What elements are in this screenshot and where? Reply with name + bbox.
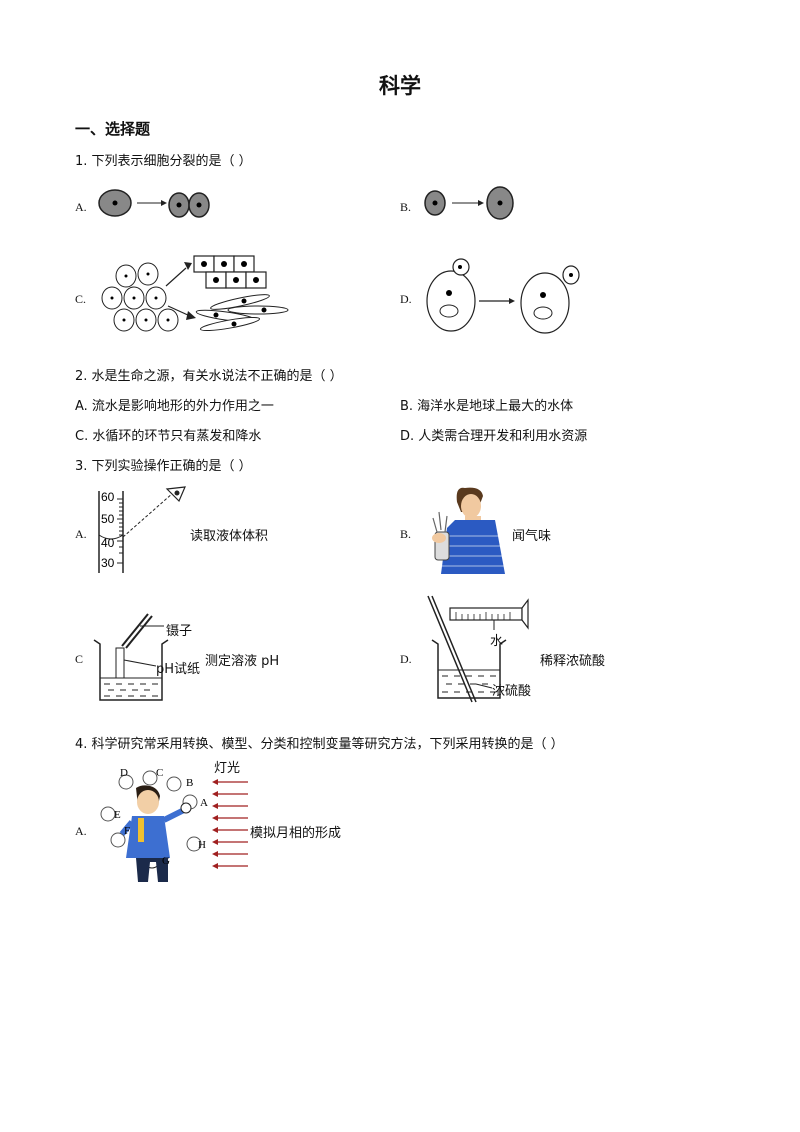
moon-label-d: D	[120, 767, 128, 779]
question-4-stem: 4. 科学研究常采用转换、模型、分类和控制变量等研究方法，下列采用转换的是（ ）	[75, 737, 564, 752]
q2-option-d: D. 人类需合理开发和利用水资源	[400, 429, 588, 444]
question-3-stem: 3. 下列实验操作正确的是（ ）	[75, 459, 252, 474]
q4-option-a-label: A.	[75, 824, 87, 838]
cylinder-tick-40: 40	[101, 536, 115, 550]
moon-label-h: H	[198, 839, 206, 851]
cylinder-tick-60: 60	[101, 490, 115, 504]
q3-option-c-figure	[93, 613, 169, 701]
q1-option-d-label: D.	[400, 292, 412, 306]
q3-option-a-figure: 60 50 40 30	[98, 486, 186, 573]
q3-option-c-label: C	[75, 652, 84, 666]
q1-option-c-label: C.	[75, 292, 87, 306]
q3-option-d-label: D.	[400, 652, 412, 666]
moon-label-f: F	[124, 825, 130, 837]
question-1-stem: 1. 下列表示细胞分裂的是（ ）	[75, 154, 252, 169]
moon-label-g: G	[162, 855, 170, 867]
water-label: 水	[490, 634, 504, 649]
q3-option-b-label: B.	[400, 527, 412, 541]
q3-option-d-caption: 稀释浓硫酸	[540, 654, 606, 669]
moon-label-b: B	[186, 777, 193, 789]
q1-option-a-label: A.	[75, 200, 87, 214]
question-2-stem: 2. 水是生命之源，有关水说法不正确的是（ ）	[75, 369, 343, 384]
q3-option-c-caption: 测定溶液 pH	[205, 654, 280, 669]
q1-option-d-figure	[426, 258, 580, 334]
section-heading: 一、选择题	[75, 120, 151, 138]
light-label: 灯光	[214, 761, 241, 776]
moon-label-c: C	[156, 767, 163, 779]
q1-option-c-figure	[101, 255, 289, 332]
q3-option-a-label: A.	[75, 527, 87, 541]
tweezers-label: 镊子	[166, 624, 193, 639]
q3-option-a-caption: 读取液体体积	[190, 529, 269, 544]
acid-label: 浓硫酸	[492, 684, 532, 699]
q2-option-a: A. 流水是影响地形的外力作用之一	[75, 399, 274, 414]
cylinder-tick-50: 50	[101, 512, 115, 526]
q4-option-a-figure: D C B A E F G H	[100, 767, 208, 882]
q1-option-b-label: B.	[400, 200, 412, 214]
moon-label-e: E	[114, 809, 121, 821]
q3-option-d-figure	[427, 595, 529, 703]
q2-option-b: B. 海洋水是地球上最大的水体	[400, 399, 574, 414]
q3-option-b-caption: 闻气味	[512, 529, 552, 544]
cylinder-tick-30: 30	[101, 556, 115, 570]
page-title: 科学	[379, 74, 421, 98]
q1-option-a-figure	[98, 189, 210, 218]
q3-option-b-figure	[432, 487, 505, 574]
q4-option-a-caption: 模拟月相的形成	[250, 826, 342, 841]
q2-option-c: C. 水循环的环节只有蒸发和降水	[75, 429, 262, 444]
q4-light-arrows	[212, 779, 248, 869]
q1-option-b-figure	[424, 186, 514, 220]
moon-label-a: A	[200, 797, 208, 809]
ph-paper-label: pH试纸	[156, 662, 201, 677]
